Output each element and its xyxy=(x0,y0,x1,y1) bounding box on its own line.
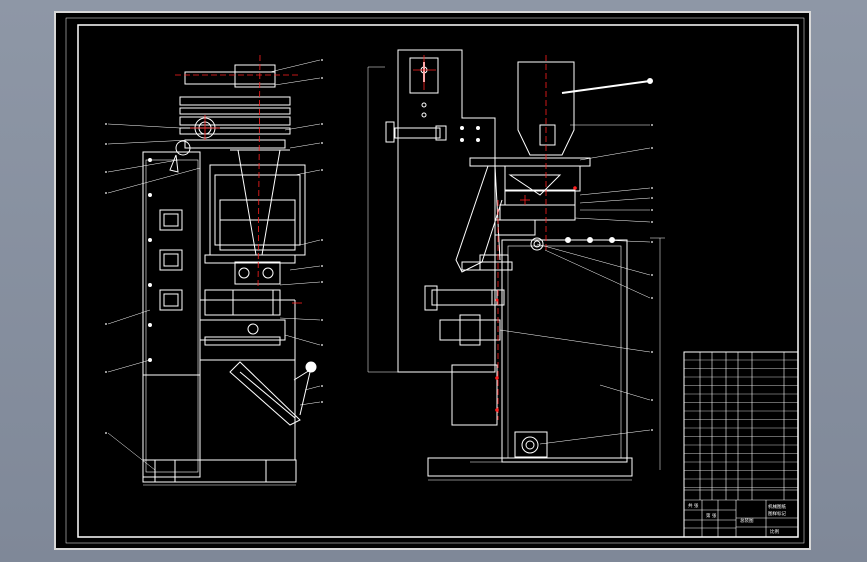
title-block-rows xyxy=(684,359,798,488)
side-center-lines xyxy=(413,55,547,420)
title-block-text-3: 图样标记 xyxy=(768,510,786,517)
title-block-text-5: 共 张 xyxy=(688,502,699,509)
hopper xyxy=(517,61,575,156)
side-red-marks xyxy=(495,186,577,412)
drawing-inner-border xyxy=(77,24,799,538)
front-inner-frame xyxy=(145,159,199,473)
front-center-lines xyxy=(175,54,302,304)
lever-knob-icon xyxy=(305,361,317,373)
title-block xyxy=(683,351,799,538)
title-block-text-4: 比例 xyxy=(770,528,779,535)
title-block-text-6: 第 张 xyxy=(706,512,717,519)
side-leader-lines xyxy=(499,124,651,445)
title-block-text-1: 机械图纸 xyxy=(768,503,786,510)
drawing-trim-border xyxy=(65,17,805,544)
title-block-text-2: 总装图 xyxy=(740,517,754,524)
part-number-marks xyxy=(105,59,653,434)
motor xyxy=(514,431,548,458)
discharge-chute xyxy=(229,361,301,426)
front-view xyxy=(142,64,317,486)
side-base xyxy=(427,457,633,477)
side-view xyxy=(367,49,665,481)
front-leader-lines xyxy=(107,59,321,471)
